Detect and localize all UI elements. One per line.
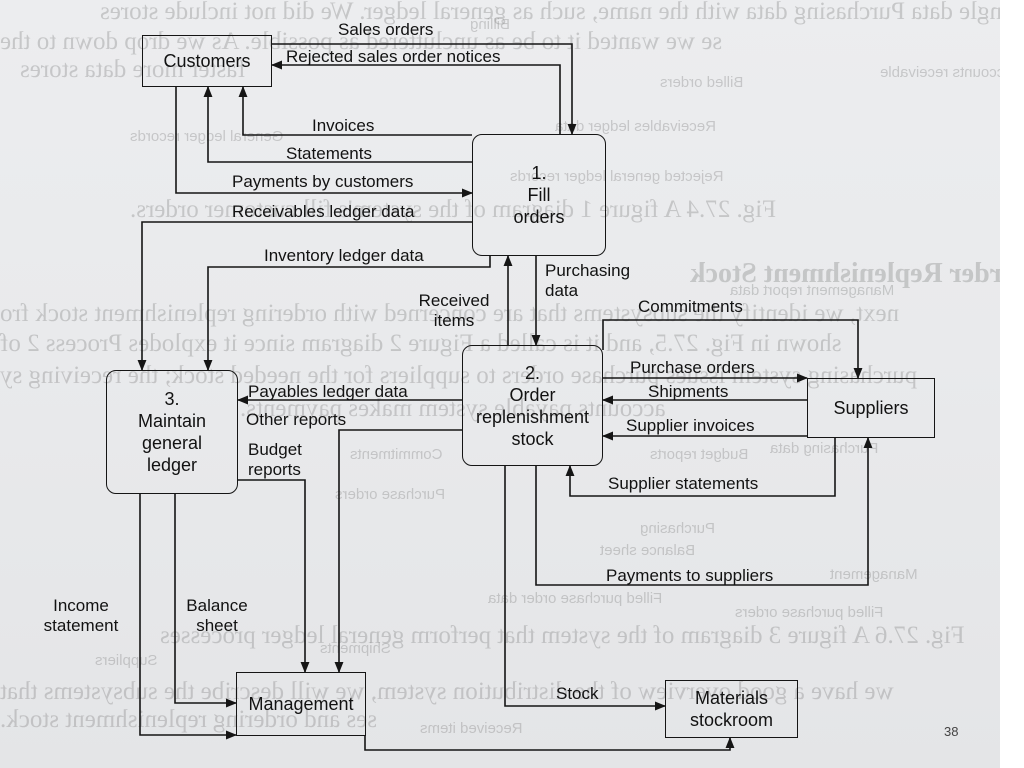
process-label: general: [141, 433, 203, 453]
flow-payments-to-suppliers: [535, 436, 873, 586]
flow-stock: [504, 466, 667, 711]
label-budget-reports: Budget reports: [248, 440, 302, 479]
label-balance-sheet: Balance sheet: [186, 596, 248, 635]
label-sales-orders: Sales orders: [338, 20, 434, 39]
management-entity: Management: [236, 672, 366, 736]
label-received-items: Received items: [418, 291, 490, 330]
flow-receivables-ledger: [137, 221, 472, 372]
flow-budget-reports: [238, 479, 310, 674]
flow-sales-orders: [272, 43, 577, 136]
label-inventory-ledger: Inventory ledger data: [264, 246, 424, 265]
label-supplier-invoices: Supplier invoices: [626, 416, 755, 435]
flow-income-statement: [139, 494, 238, 740]
process-label: ledger: [146, 455, 198, 475]
label-supplier-statements: Supplier statements: [608, 474, 759, 493]
label-payables-ledger: Payables ledger data: [248, 382, 408, 401]
stockroom-label: Materials: [694, 688, 769, 708]
flow-balance-sheet: [174, 494, 238, 708]
flow-inventory-ledger: [203, 256, 491, 372]
process-label: orders: [513, 207, 565, 227]
flow-other-reports: [334, 429, 462, 674]
materials-stockroom-entity: Materials stockroom: [665, 680, 798, 738]
process-general-ledger: 3. Maintain general ledger: [106, 370, 238, 494]
label-payments-by-customers: Payments by customers: [232, 172, 414, 191]
process-number: 1.: [531, 163, 547, 183]
process-label: Fill: [527, 185, 551, 205]
label-payments-to-suppliers: Payments to suppliers: [606, 566, 774, 585]
label-shipments: Shipments: [648, 382, 729, 401]
label-commitments: Commitments: [638, 297, 743, 316]
label-rejected-notices: Rejected sales order notices: [286, 47, 501, 66]
flow-stock-return: [364, 736, 735, 751]
process-label: Order: [509, 384, 556, 405]
customers-label: Customers: [163, 51, 251, 71]
stockroom-label: stockroom: [689, 710, 774, 730]
customers-entity: Customers: [142, 35, 272, 87]
label-invoices: Invoices: [312, 116, 375, 135]
flow-statements: [203, 85, 472, 163]
process-label: Maintain: [137, 411, 207, 431]
label-income-statement: Income statement: [43, 596, 119, 635]
label-purchase-orders: Purchase orders: [630, 358, 755, 377]
label-statements: Statements: [286, 144, 372, 163]
process-label: replenishment: [475, 406, 590, 427]
label-stock: Stock: [556, 684, 599, 703]
process-number: 3.: [164, 389, 180, 409]
flow-lines: [137, 43, 873, 751]
management-label: Management: [248, 694, 354, 714]
flow-supplier-statements: [565, 438, 836, 497]
process-fill-orders: 1. Fill orders: [472, 134, 606, 256]
suppliers-label: Suppliers: [833, 398, 909, 418]
right-margin: [1000, 0, 1024, 768]
label-purchasing-data: Purchasing data: [545, 261, 631, 300]
label-receivables-ledger: Receivables ledger data: [232, 202, 415, 221]
flow-rejected-notices: [270, 60, 561, 134]
paper-background: [0, 0, 1000, 768]
process-order-replenishment: 2. Order replenishment stock: [462, 345, 603, 466]
process-number: 2.: [524, 362, 540, 383]
process-label: stock: [511, 428, 554, 449]
flow-commitments: [602, 319, 863, 380]
label-other-reports: Other reports: [246, 410, 347, 429]
flow-payments-by-customers: [175, 87, 474, 198]
flow-invoices: [238, 85, 472, 136]
page-number: 38: [944, 724, 959, 739]
suppliers-entity: Suppliers: [807, 378, 935, 438]
